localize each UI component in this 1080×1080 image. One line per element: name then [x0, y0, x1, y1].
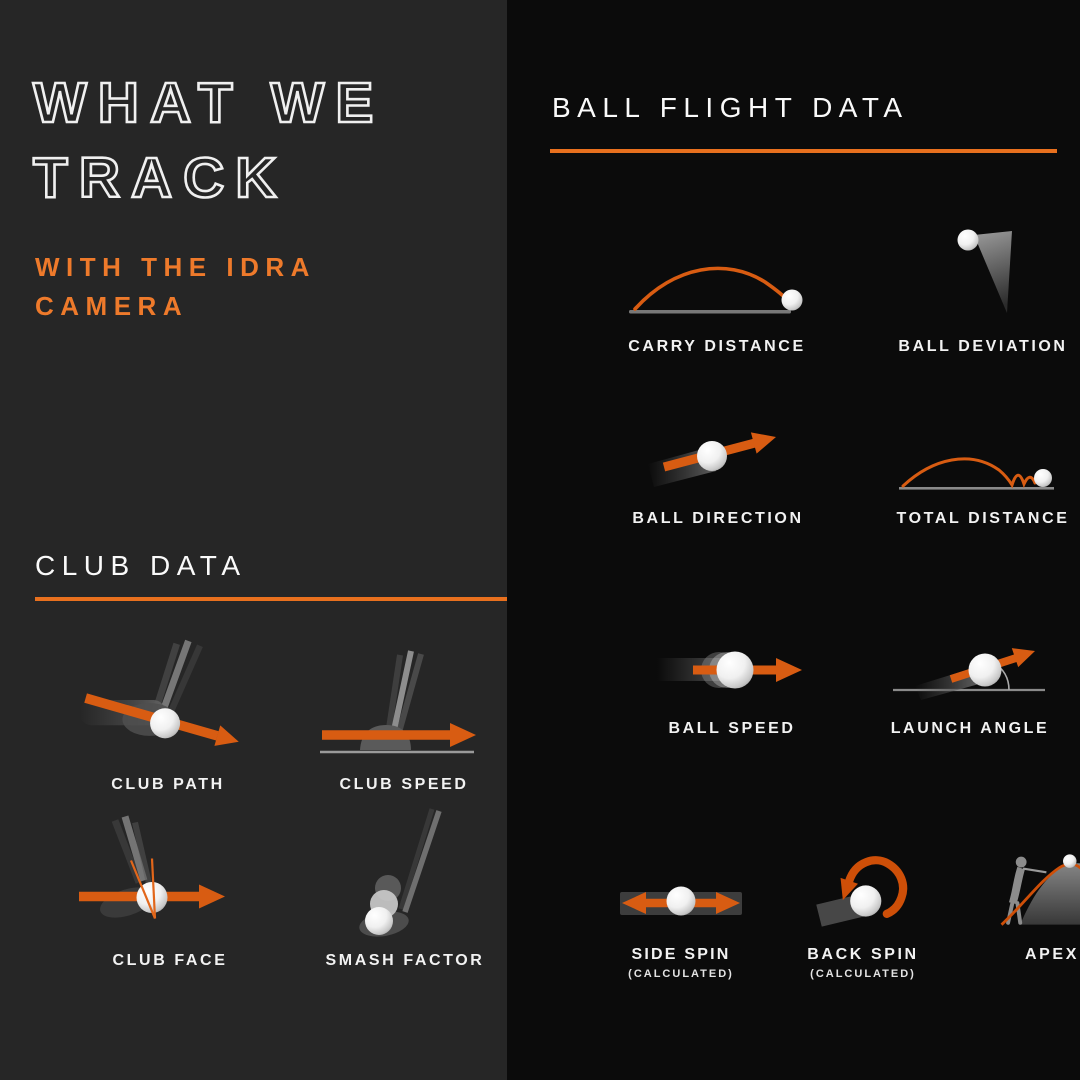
- ball-flight-heading: BALL FLIGHT DATA: [552, 92, 909, 123]
- metric-label: CLUB FACE: [112, 952, 228, 969]
- metric-label: CLUB PATH: [111, 776, 225, 793]
- metric-ball-deviation: BALL DEVIATION: [873, 216, 1080, 356]
- smash-factor-icon: [305, 808, 505, 940]
- metric-launch-angle: LAUNCH ANGLE: [860, 630, 1080, 738]
- total-distance-icon: [873, 442, 1080, 498]
- metric-back-spin: BACK SPIN (CALCULATED): [768, 846, 958, 980]
- ball-direction-icon: [608, 414, 828, 498]
- ball-flight-divider: [550, 149, 1057, 153]
- page-title: WHAT WE TRACK: [32, 66, 385, 216]
- club-face-icon: [70, 804, 270, 940]
- ball-speed-icon: [622, 630, 842, 708]
- metric-label: SMASH FACTOR: [325, 952, 485, 969]
- metric-label: APEX: [1025, 946, 1079, 963]
- left-panel: WHAT WE TRACK WITH THE IDRA CAMERA CLUB …: [0, 0, 507, 1080]
- metric-club-speed: CLUB SPEED: [304, 644, 504, 794]
- metric-label: TOTAL DISTANCE: [896, 510, 1070, 527]
- metric-label: SIDE SPIN: [631, 946, 731, 963]
- club-path-icon: [68, 638, 268, 764]
- metric-ball-speed: BALL SPEED: [622, 630, 842, 738]
- carry-distance-icon: [607, 226, 827, 326]
- metric-label: CARRY DISTANCE: [628, 338, 806, 355]
- metric-ball-direction: BALL DIRECTION: [608, 414, 828, 528]
- metric-smash-factor: SMASH FACTOR: [305, 808, 505, 970]
- metric-total-distance: TOTAL DISTANCE: [873, 442, 1080, 528]
- metric-carry-distance: CARRY DISTANCE: [607, 226, 827, 356]
- metric-club-path: CLUB PATH: [68, 638, 268, 794]
- metric-sublabel: (CALCULATED): [628, 968, 734, 980]
- subtitle-line-1: WITH THE IDRA: [35, 252, 316, 282]
- launch-angle-icon: [860, 630, 1080, 708]
- metric-club-face: CLUB FACE: [70, 804, 270, 970]
- subtitle-line-2: CAMERA: [35, 291, 189, 321]
- ball-flight-panel: BALL FLIGHT DATA CARRY DISTANCE BALL DEV…: [507, 0, 1080, 1080]
- title-line-1: WHAT WE: [32, 70, 385, 137]
- side-spin-icon: [586, 864, 776, 934]
- apex-icon: [962, 848, 1080, 934]
- back-spin-icon: [768, 846, 958, 934]
- ball-deviation-icon: [873, 216, 1080, 326]
- club-data-divider: [35, 597, 507, 601]
- metric-apex: APEX: [962, 848, 1080, 964]
- club-speed-icon: [304, 644, 504, 764]
- metric-label: CLUB SPEED: [339, 776, 469, 793]
- title-line-2: TRACK: [32, 145, 288, 212]
- club-data-heading: CLUB DATA: [35, 550, 247, 581]
- metric-side-spin: SIDE SPIN (CALCULATED): [586, 864, 776, 980]
- subtitle: WITH THE IDRA CAMERA: [35, 248, 316, 326]
- metric-label: BACK SPIN: [807, 946, 919, 963]
- metric-label: BALL DEVIATION: [898, 338, 1068, 355]
- metric-label: BALL DIRECTION: [632, 510, 804, 527]
- metric-label: LAUNCH ANGLE: [890, 720, 1050, 737]
- metric-label: BALL SPEED: [668, 720, 796, 737]
- metric-sublabel: (CALCULATED): [810, 968, 916, 980]
